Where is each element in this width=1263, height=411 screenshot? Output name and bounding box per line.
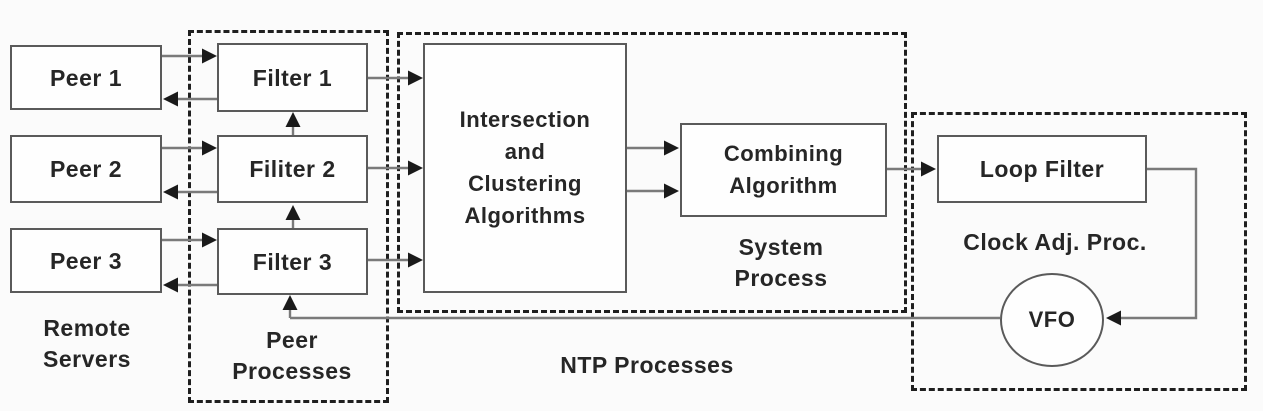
node-peer-3-label: Peer 3 [49,247,123,274]
clock-adjust-group-box [911,112,1247,391]
label-system-process-line-2: Process [734,265,828,291]
node-intersection-clustering: Intersection and Clustering Algorithms [423,43,627,293]
arrow-feedback-to-filter3 [282,295,298,318]
arrow-filter3-to-filter2 [285,205,301,228]
node-vfo-label: VFO [1028,307,1076,332]
ntp-processes-group-box [397,32,907,313]
arrow-filter1-to-intersection [368,70,423,86]
arrow-loop-filter-to-vfo [1106,167,1198,326]
label-ntp-processes: NTP Processes [560,352,734,378]
node-peer-2: Peer 2 [10,135,162,203]
label-remote-servers-line-1: Remote [43,315,131,341]
arrow-filter2-to-peer2 [163,184,217,200]
node-filter-3: Filter 3 [217,228,368,295]
arrow-filter3-to-intersection [368,252,423,268]
node-loop-filter-label: Loop Filter [979,156,1105,182]
node-peer-2-label: Peer 2 [49,156,123,182]
arrow-combining-to-loop-filter [887,161,936,177]
arrow-peer3-to-filter3 [162,232,217,248]
arrow-filter1-to-peer1 [163,91,217,107]
arrow-intersection-to-combining-lower [627,183,679,199]
node-filter-2-label: Filiter 2 [249,156,336,182]
arrow-filter2-to-filter1 [285,112,301,135]
node-peer-1: Peer 1 [10,45,162,110]
node-combining-line-2: Algorithm [729,173,838,198]
label-system-process: System Process [711,232,851,294]
node-peer-3: Peer 3 [10,228,162,293]
arrow-filter2-to-intersection [368,160,423,176]
arrow-intersection-to-combining-upper [627,140,679,156]
node-intersection-line-4: Algorithms [464,203,586,228]
node-filter-3-label: Filter 3 [252,248,333,275]
label-clock-adj-proc: Clock Adj. Proc. [963,229,1147,255]
label-peer-processes-line-1: Peer [266,327,318,353]
node-peer-1-label: Peer 1 [49,64,123,91]
node-intersection-line-1: Intersection [459,107,591,132]
label-system-process-line-1: System [738,234,824,260]
label-peer-processes: Peer Processes [212,325,372,387]
label-peer-processes-line-2: Processes [232,358,352,384]
node-vfo: VFO [1000,273,1104,367]
peer-processes-group-box [188,30,389,403]
node-combining-line-1: Combining [723,141,844,166]
node-filter-1-label: Filter 1 [252,64,333,91]
arrow-filter3-to-peer3 [163,277,217,293]
node-filter-2: Filiter 2 [217,135,368,203]
node-loop-filter: Loop Filter [937,135,1147,203]
node-intersection-line-3: Clustering [468,171,582,196]
node-combining-algorithm: Combining Algorithm [680,123,887,217]
node-intersection-line-2: and [504,139,546,164]
arrow-peer2-to-filter2 [162,140,217,156]
arrow-peer1-to-filter1 [162,48,217,64]
label-remote-servers-line-2: Servers [43,346,131,372]
node-filter-1: Filter 1 [217,43,368,112]
label-remote-servers: Remote Servers [17,313,157,375]
